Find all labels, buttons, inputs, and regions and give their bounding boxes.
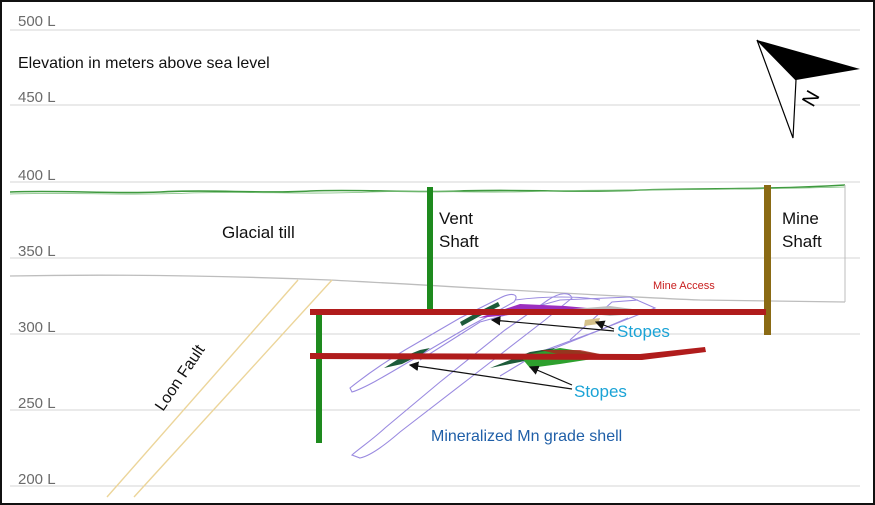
mine-shaft-label-line2: Shaft bbox=[782, 232, 822, 251]
mine-shaft-label-line1: Mine bbox=[782, 209, 819, 228]
mine-access-label: Mine Access bbox=[653, 280, 715, 292]
vent-shaft-lower bbox=[316, 315, 322, 443]
elevation-labels: 500 L 450 L 400 L 350 L 300 L 250 L 200 … bbox=[18, 13, 56, 488]
upper-level-drift bbox=[310, 309, 766, 315]
vent-shaft bbox=[427, 187, 433, 312]
vent-shaft-label-line1: Vent bbox=[439, 209, 473, 228]
elevation-label-450: 450 L bbox=[18, 89, 56, 106]
elevation-label-200: 200 L bbox=[18, 471, 56, 488]
grade-shell-outlines bbox=[349, 293, 657, 459]
ground-surface-line-2 bbox=[9, 186, 846, 195]
vent-shaft-label-line2: Shaft bbox=[439, 232, 479, 251]
elevation-subtitle: Elevation in meters above sea level bbox=[18, 55, 270, 72]
north-label: N bbox=[798, 87, 824, 111]
lower-level-drift bbox=[310, 347, 706, 360]
loon-fault bbox=[106, 279, 333, 498]
glacial-till-label: Glacial till bbox=[222, 223, 295, 242]
elevation-gridlines bbox=[10, 29, 860, 487]
elevation-label-250: 250 L bbox=[18, 395, 56, 412]
elevation-label-500: 500 L bbox=[18, 13, 56, 30]
glacial-till-base bbox=[9, 274, 846, 303]
elevation-label-300: 300 L bbox=[18, 319, 56, 336]
north-arrow-icon: N bbox=[756, 39, 860, 139]
stopes-label-upper: Stopes bbox=[617, 322, 670, 341]
elevation-label-350: 350 L bbox=[18, 243, 56, 260]
stopes-label-lower: Stopes bbox=[574, 382, 627, 401]
elevation-label-400: 400 L bbox=[18, 167, 56, 184]
stopes-upper-arrows bbox=[490, 315, 615, 332]
stopes-lower-arrows bbox=[408, 361, 573, 390]
loon-fault-label: Loon Fault bbox=[152, 342, 209, 415]
grade-shell-label: Mineralized Mn grade shell bbox=[431, 428, 622, 445]
mine-shaft bbox=[764, 185, 771, 335]
